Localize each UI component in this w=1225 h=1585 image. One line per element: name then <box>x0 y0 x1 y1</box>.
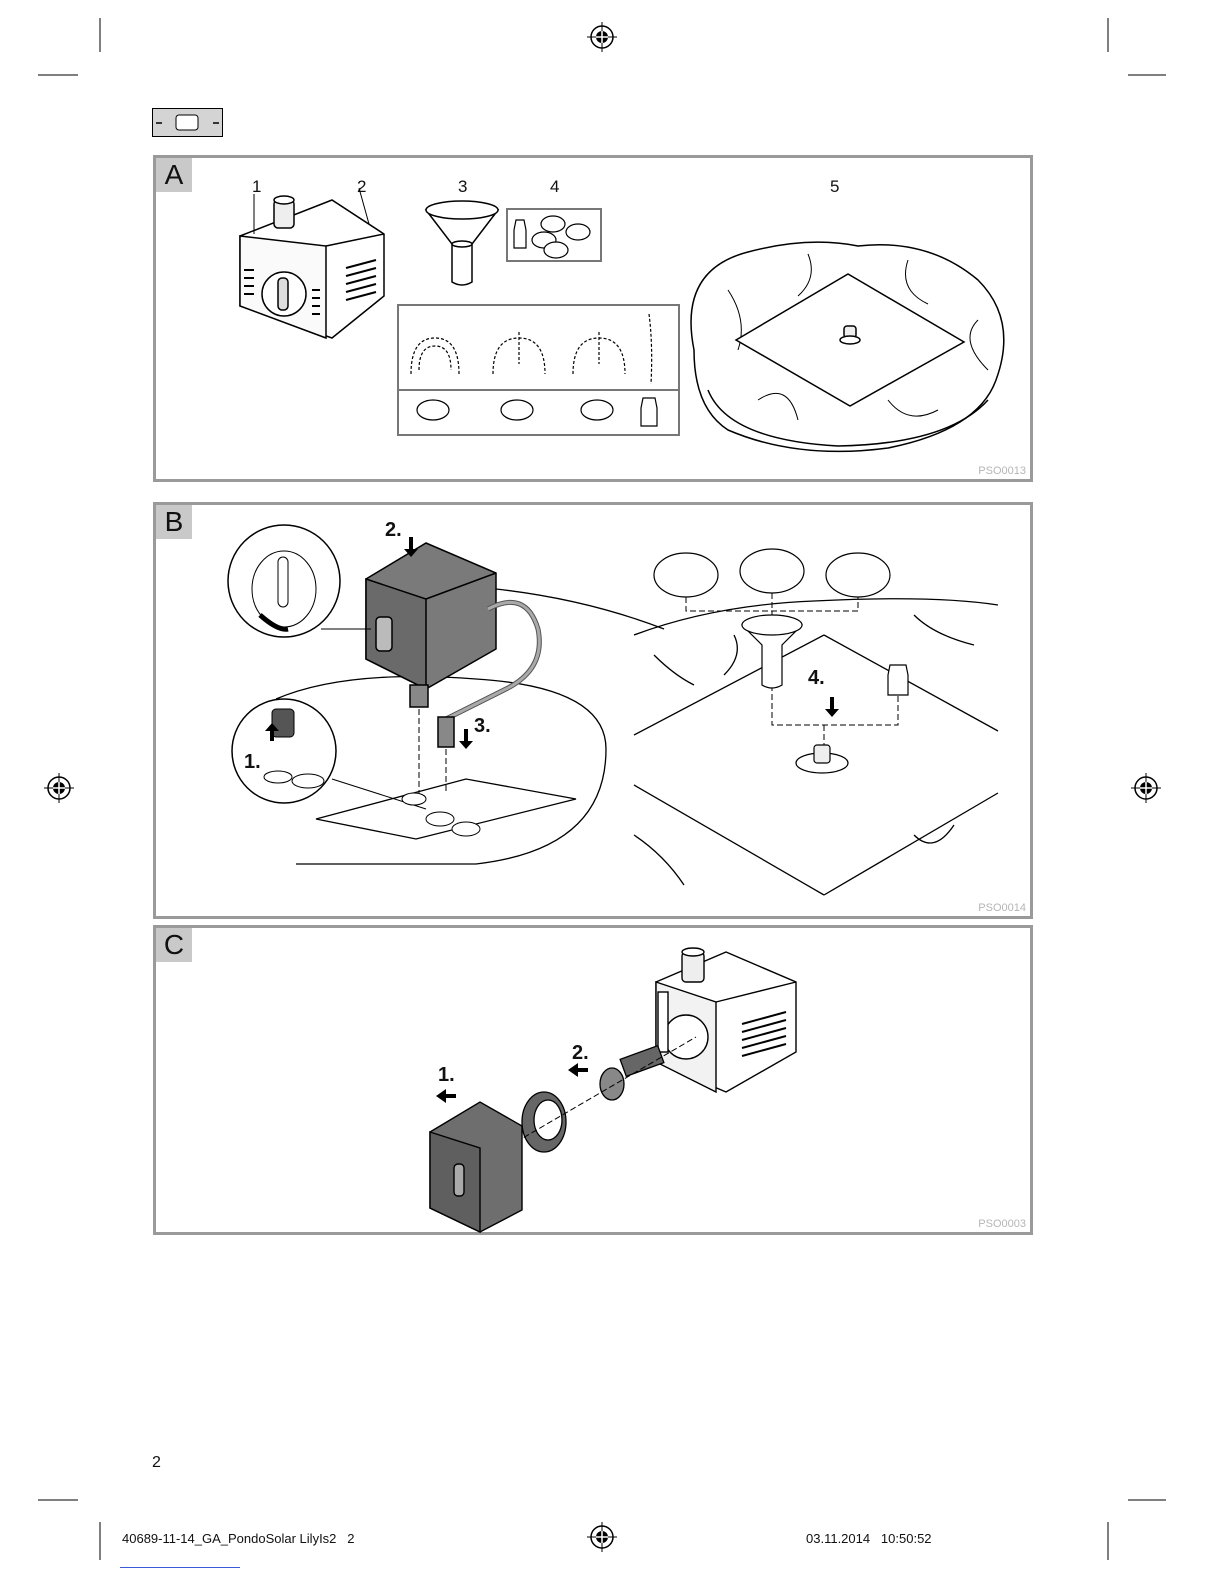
page-number: 2 <box>152 1454 161 1472</box>
figure-code: PSO0003 <box>978 1218 1026 1230</box>
jet-discs-illustration <box>506 208 602 264</box>
registration-mark-icon <box>1131 773 1161 803</box>
nozzle-adapter-illustration <box>422 200 502 300</box>
pump-disassembly-illustration <box>426 942 826 1232</box>
step-label-3: 3. <box>474 715 491 738</box>
part-label-3: 3 <box>458 177 467 197</box>
part-label-5: 5 <box>830 177 839 197</box>
pump-illustration <box>234 194 394 344</box>
figure-code: PSO0013 <box>978 465 1026 477</box>
step-label-4: 4. <box>808 667 825 690</box>
registration-mark-icon <box>587 22 617 52</box>
panel-letter: A <box>156 158 192 192</box>
part-label-4: 4 <box>550 177 559 197</box>
disc-assembly-illustration <box>634 535 1004 915</box>
footer-timestamp: 03.11.2014 10:50:52 <box>806 1531 932 1546</box>
panel-c: C <box>153 925 1033 1235</box>
registration-mark-icon <box>44 773 74 803</box>
spray-pattern-table <box>397 304 681 438</box>
registration-mark-icon <box>587 1522 617 1552</box>
step-label-2: 2. <box>385 519 402 542</box>
step-label-1: 1. <box>438 1064 455 1087</box>
pump-mounting-illustration <box>226 519 666 889</box>
footer-underline <box>120 1567 240 1568</box>
panel-a: A 1 2 3 4 5 <box>153 155 1033 482</box>
section-icon <box>152 108 224 138</box>
footer-filename: 40689-11-14_GA_PondoSolar LilyIs2 2 <box>122 1531 354 1546</box>
floating-ring-illustration <box>688 230 1008 460</box>
step-label-1: 1. <box>244 751 261 774</box>
figure-code: PSO0014 <box>978 902 1026 914</box>
panel-letter: B <box>156 505 192 539</box>
step-label-2: 2. <box>572 1042 589 1065</box>
panel-b: B <box>153 502 1033 919</box>
panel-letter: C <box>156 928 192 962</box>
